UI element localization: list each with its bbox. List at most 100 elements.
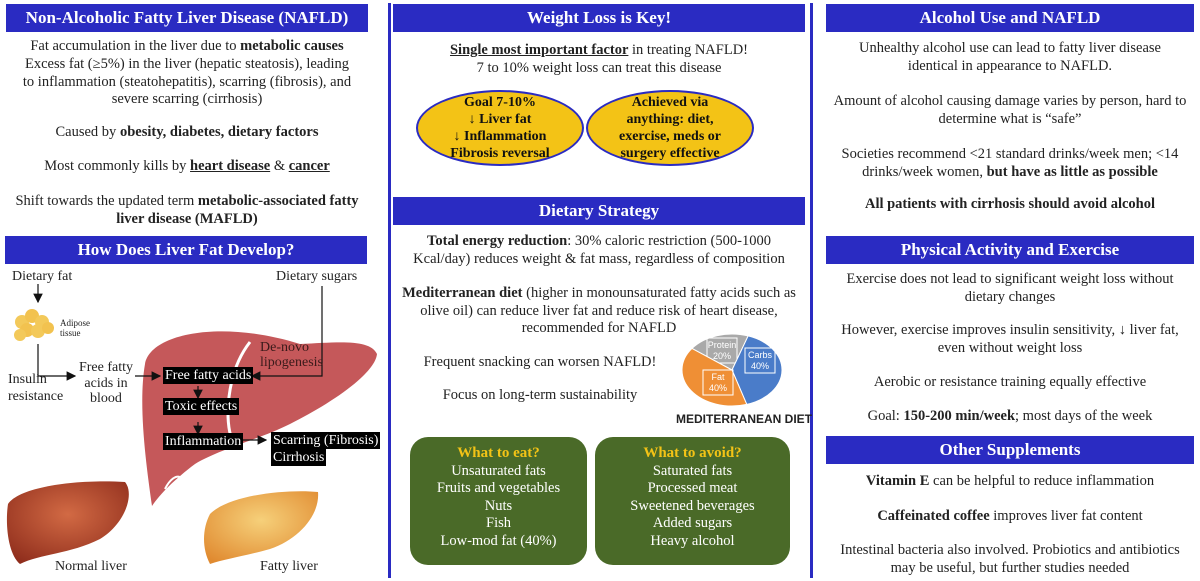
text-segment: Goal: xyxy=(867,408,904,424)
oval-line: surgery effective xyxy=(620,146,720,161)
supplement-text-2: Caffeinated coffee improves liver fat co… xyxy=(826,508,1194,526)
text-segment: : 30% caloric restriction (500-1000 Kcal… xyxy=(413,233,785,267)
emphasis-text: obesity, diabetes, dietary factors xyxy=(119,124,319,140)
avoid-item: Processed meat xyxy=(647,480,738,496)
exercise-text-3: Aerobic or resistance training equally e… xyxy=(826,374,1194,392)
normal-liver-label: Normal liver xyxy=(55,559,127,574)
emphasis-text: Caffeinated coffee xyxy=(877,508,990,524)
eat-item: Unsaturated fats xyxy=(451,462,546,479)
liver-fat-header: How Does Liver Fat Develop? xyxy=(5,236,367,264)
oval-line: Achieved via xyxy=(631,95,709,110)
text-segment: ; most days of the week xyxy=(1015,408,1153,424)
avoid-item: Heavy alcohol xyxy=(650,532,735,549)
avoid-item: Saturated fats xyxy=(652,462,733,479)
text-segment: Exercise does not lead to significant we… xyxy=(846,271,1174,305)
pie-label-fat: 40% xyxy=(709,383,727,393)
pie-label-protein: 20% xyxy=(713,351,731,361)
ffa-box: Free fatty acids xyxy=(163,367,254,384)
exercise-text-1: Exercise does not lead to significant we… xyxy=(840,271,1180,306)
supplement-text-1: Vitamin E can be helpful to reduce infla… xyxy=(826,473,1194,491)
emphasis-text: Mediterranean diet xyxy=(402,285,523,301)
liver-fat-diagram xyxy=(6,284,377,564)
text-segment: Unhealthy alcohol use can lead to fatty … xyxy=(859,40,1161,74)
alcohol-text-4: All patients with cirrhosis should avoid… xyxy=(826,196,1194,214)
text-segment: & xyxy=(270,158,289,174)
emphasis-text: but have as little as possible xyxy=(986,163,1158,180)
text-segment: Focus on long-term sustainability xyxy=(442,387,638,403)
oval-line: Goal 7-10% xyxy=(464,95,536,110)
emphasis-text: 150-200 min/week xyxy=(903,408,1016,424)
nafld-header: Non-Alcoholic Fatty Liver Disease (NAFLD… xyxy=(6,4,368,32)
emphasis-text: heart disease xyxy=(190,158,271,174)
ffa-blood-label: Free fatty acids in blood xyxy=(78,360,134,406)
oval-line: ↓ Inflammation xyxy=(453,129,547,144)
nafld-text-5: Shift towards the updated term metabolic… xyxy=(12,193,362,228)
eat-item: Fish xyxy=(486,515,511,531)
diet-text-3: Frequent snacking can worsen NAFLD! xyxy=(400,354,680,372)
text-segment: Shift towards the updated term xyxy=(15,193,198,209)
divider xyxy=(810,3,813,578)
diet-text-1: Total energy reduction: 30% caloric rest… xyxy=(400,233,798,268)
text-segment: Fat accumulation in the liver due to xyxy=(30,38,241,54)
text-segment: in treating NAFLD! xyxy=(628,42,748,58)
emphasis-text: Single most important factor xyxy=(449,42,629,58)
exercise-text-2: However, exercise improves insulin sensi… xyxy=(826,322,1194,357)
diet-text-2: Mediterranean diet (higher in monounsatu… xyxy=(400,285,798,338)
fatty-liver-label: Fatty liver xyxy=(260,559,318,574)
pie-label-protein: Protein xyxy=(708,340,737,350)
text-segment: Societies recommend <21 standard drinks/… xyxy=(841,146,1179,180)
pie-title: MEDITERRANEAN DIET xyxy=(676,412,813,426)
avoid-item: Sweetened beverages xyxy=(630,497,755,514)
adipose-label: Adipose tissue xyxy=(60,318,90,338)
toxic-effects-box: Toxic effects xyxy=(163,398,240,415)
avoid-item: Added sugars xyxy=(652,515,733,531)
pie-slice-carbs xyxy=(731,335,783,405)
text-segment: Amount of alcohol causing damage varies … xyxy=(833,93,1187,127)
text-segment: Aerobic or resistance training equally e… xyxy=(873,374,1147,390)
scarring-box: Scarring (Fibrosis) xyxy=(271,432,381,449)
oval-line: exercise, meds or xyxy=(619,129,721,144)
denovo-label: De-novo lipogenesis xyxy=(260,340,323,370)
dietary-sugars-label: Dietary sugars xyxy=(276,269,358,284)
adipose-tissue-icon xyxy=(14,309,54,341)
text-segment: Caused by xyxy=(55,124,120,140)
text-segment: improves liver fat content xyxy=(989,508,1143,524)
eat-item: Low-mod fat (40%) xyxy=(440,532,557,549)
text-segment: However, exercise improves insulin sensi… xyxy=(841,322,1179,356)
emphasis-text: cancer xyxy=(288,158,330,174)
weight-loss-text-1: Single most important factor in treating… xyxy=(393,42,805,60)
emphasis-text: Total energy reduction xyxy=(427,233,568,249)
fatty-liver-image xyxy=(204,491,319,564)
pie-label-carbs: 40% xyxy=(751,361,769,371)
alcohol-header: Alcohol Use and NAFLD xyxy=(826,4,1194,32)
pie-label-carbs: Carbs xyxy=(748,350,773,360)
exercise-text-4: Goal: 150-200 min/week; most days of the… xyxy=(826,408,1194,426)
dietary-strategy-header: Dietary Strategy xyxy=(393,197,805,225)
pie-slice-protein xyxy=(691,333,749,371)
nafld-text-2: Excess fat (≥5%) in the liver (hepatic s… xyxy=(20,56,354,109)
text-segment: Excess fat (≥5%) in the liver (hepatic s… xyxy=(22,56,352,107)
text-segment: Frequent snacking can worsen NAFLD! xyxy=(423,354,657,370)
text-segment: (higher in monounsaturated fatty acids s… xyxy=(420,285,796,336)
emphasis-text: metabolic causes xyxy=(240,38,344,54)
alcohol-text-2: Amount of alcohol causing damage varies … xyxy=(830,93,1190,128)
exercise-header: Physical Activity and Exercise xyxy=(826,236,1194,264)
divider xyxy=(388,3,391,578)
text-segment: Intestinal bacteria also involved. Probi… xyxy=(840,542,1180,576)
emphasis-text: metabolic-associated fatty liver disease… xyxy=(116,193,359,227)
oval-line: ↓ Liver fat xyxy=(468,112,532,127)
cirrhosis-box: Cirrhosis xyxy=(271,449,327,466)
alcohol-text-3: Societies recommend <21 standard drinks/… xyxy=(822,146,1198,181)
what-to-eat-title: What to eat? xyxy=(457,445,540,461)
emphasis-text: All patients with cirrhosis should avoid… xyxy=(864,196,1156,212)
emphasis-text: Vitamin E xyxy=(865,473,930,489)
text-segment: Most commonly kills by xyxy=(44,158,191,174)
weight-loss-header: Weight Loss is Key! xyxy=(393,4,805,32)
text-segment: can be helpful to reduce inflammation xyxy=(929,473,1155,489)
insulin-resistance-label: Insulin resistance xyxy=(8,372,64,404)
eat-item: Fruits and vegetables xyxy=(436,480,561,496)
supplements-header: Other Supplements xyxy=(826,436,1194,464)
nafld-text-1: Fat accumulation in the liver due to met… xyxy=(6,38,368,56)
diet-text-4: Focus on long-term sustainability xyxy=(400,387,680,405)
